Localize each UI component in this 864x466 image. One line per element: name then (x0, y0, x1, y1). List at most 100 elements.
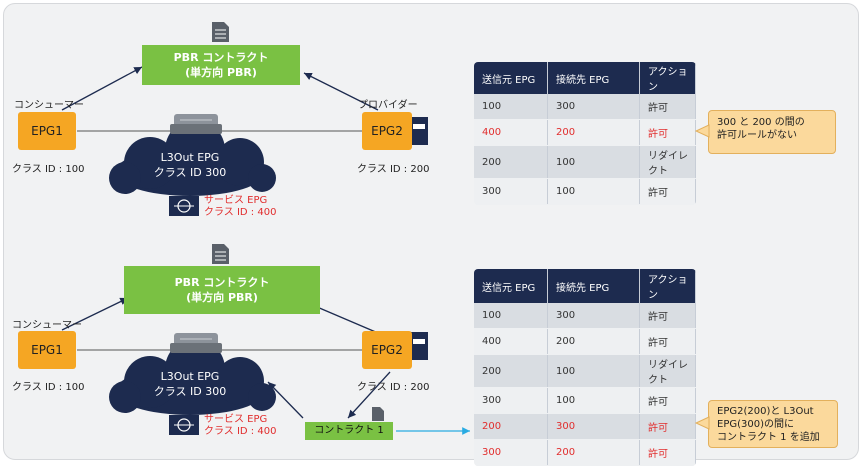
cell-src: 100 (474, 94, 548, 120)
bottom-contract-line2: (単方向 PBR) (186, 291, 258, 304)
top-service-line2: クラス ID : 400 (204, 207, 277, 218)
cell-action: 許可 (639, 94, 696, 120)
top-epg2-label: EPG2 (371, 124, 403, 138)
table-row: 300 100 許可 (474, 387, 696, 414)
table-row: 400 200 許可 (474, 119, 696, 146)
top-consumer-arrow (61, 66, 143, 111)
top-header-action: アクション (639, 62, 696, 94)
top-cloud-line2: クラス ID 300 (153, 166, 227, 179)
cell-src: 400 (474, 328, 548, 355)
bottom-service-appliance-icon (169, 415, 199, 435)
top-header-src: 送信元 EPG (474, 62, 548, 94)
cell-action: 許可 (639, 119, 696, 146)
top-table-header-row: 送信元 EPG 接続先 EPG アクション (474, 62, 696, 94)
top-consumer-label: コンシューマー (14, 100, 84, 111)
bottom-contract1-label: コントラクト 1 (314, 425, 384, 436)
cell-dst: 200 (547, 119, 640, 146)
cell-action: 許可 (639, 178, 696, 205)
bottom-contract1-box: コントラクト 1 (305, 422, 393, 440)
cell-src: 400 (474, 119, 548, 146)
bottom-router-icon (170, 333, 222, 353)
bottom-contract1-document-icon (372, 407, 384, 421)
bottom-consumer-label: コンシューマー (12, 320, 82, 331)
bottom-header-dst: 接続先 EPG (547, 269, 640, 303)
table-row: 400 200 許可 (474, 328, 696, 355)
bottom-cloud-label: L3Out EPG クラス ID 300 (140, 369, 240, 399)
top-server-icon (410, 117, 428, 145)
top-cloud-line1: L3Out EPG (160, 151, 220, 164)
bottom-contract1-consumer-arrow (267, 381, 304, 419)
top-document-icon (212, 22, 229, 42)
top-rule-table: 送信元 EPG 接続先 EPG アクション 100 300 許可 400 200… (474, 62, 696, 205)
top-note-pointer (694, 124, 710, 138)
table-row: 200 300 許可 (474, 413, 696, 440)
bottom-pbr-contract-box: PBR コントラクト (単方向 PBR) (124, 266, 320, 314)
top-service-line1: サービス EPG (204, 195, 268, 206)
bottom-contract1-provider-arrow (347, 371, 391, 419)
top-note-line1: 300 と 200 の間の (717, 117, 805, 128)
bottom-service-epg-label: サービス EPG クラス ID : 400 (204, 414, 276, 438)
top-epg2-box: EPG2 (362, 112, 412, 150)
cell-dst: 300 (547, 303, 640, 329)
cell-dst: 300 (547, 413, 640, 440)
cell-src: 300 (474, 178, 548, 205)
bottom-cloud-line1: L3Out EPG (160, 370, 220, 383)
bottom-note-callout: EPG2(200)と L3Out EPG(300)の間に コントラクト 1 を追… (708, 400, 838, 448)
cell-action: 許可 (639, 439, 696, 466)
bottom-service-line1: サービス EPG (204, 414, 268, 425)
cell-dst: 300 (547, 94, 640, 120)
cell-src: 300 (474, 387, 548, 414)
top-pbr-contract-box: PBR コントラクト (単方向 PBR) (142, 45, 300, 85)
table-row: 200 100 リダイレクト (474, 145, 696, 179)
bottom-cloud-shape (109, 339, 276, 415)
cell-src: 200 (474, 354, 548, 388)
bottom-cloud-line2: クラス ID 300 (153, 385, 227, 398)
bottom-document-icon (212, 244, 229, 264)
top-contract-line1: PBR コントラクト (173, 51, 269, 64)
top-provider-label: プロバイダー (358, 100, 418, 111)
bottom-epg1-label: EPG1 (31, 343, 63, 357)
bottom-note-line2: EPG(300)の間に (717, 419, 794, 430)
top-epg1-box: EPG1 (18, 112, 76, 150)
cell-dst: 100 (547, 178, 640, 205)
top-cloud-shape (109, 120, 276, 196)
top-router-icon (170, 114, 222, 134)
top-epg1-label: EPG1 (31, 124, 63, 138)
top-contract-line2: (単方向 PBR) (185, 66, 257, 79)
table-row: 300 200 許可 (474, 439, 696, 466)
table-row: 300 100 許可 (474, 178, 696, 205)
top-epg2-class-id: クラス ID : 200 (357, 164, 430, 175)
bottom-service-line2: クラス ID : 400 (204, 426, 277, 437)
bottom-rule-table: 送信元 EPG 接続先 EPG アクション 100 300 許可 400 200… (474, 269, 696, 466)
bottom-epg1-class-id: クラス ID : 100 (12, 382, 85, 393)
cell-action: 許可 (639, 413, 696, 440)
table-row: 100 300 許可 (474, 94, 696, 120)
top-service-epg-label: サービス EPG クラス ID : 400 (204, 195, 276, 219)
cell-src: 200 (474, 145, 548, 179)
bottom-note-line1: EPG2(200)と L3Out (717, 406, 814, 417)
cell-dst: 100 (547, 354, 640, 388)
cell-dst: 200 (547, 439, 640, 466)
cell-dst: 100 (547, 145, 640, 179)
cell-action: リダイレクト (639, 145, 696, 179)
bottom-header-action: アクション (639, 269, 696, 303)
cell-dst: 200 (547, 328, 640, 355)
bottom-table-header-row: 送信元 EPG 接続先 EPG アクション (474, 269, 696, 303)
top-note-callout: 300 と 200 の間の 許可ルールがない (708, 110, 836, 154)
top-provider-arrow (303, 72, 379, 111)
cell-src: 300 (474, 439, 548, 466)
table-row: 200 100 リダイレクト (474, 354, 696, 388)
bottom-note-line3: コントラクト 1 を追加 (717, 432, 820, 443)
bottom-epg2-class-id: クラス ID : 200 (357, 382, 430, 393)
cell-action: 許可 (639, 328, 696, 355)
top-note-line2: 許可ルールがない (717, 130, 797, 141)
cell-src: 100 (474, 303, 548, 329)
top-header-dst: 接続先 EPG (547, 62, 640, 94)
bottom-consumer-arrow (61, 297, 129, 331)
cell-action: 許可 (639, 387, 696, 414)
cell-action: リダイレクト (639, 354, 696, 388)
bottom-server-icon (410, 332, 428, 360)
top-cloud-label: L3Out EPG クラス ID 300 (140, 150, 240, 180)
cell-action: 許可 (639, 303, 696, 329)
